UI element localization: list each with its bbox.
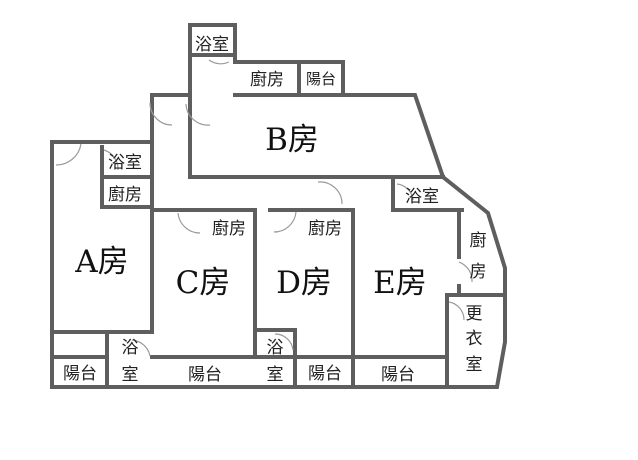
door-a-bath-lower xyxy=(131,339,151,357)
label-bath-e: 浴室 xyxy=(405,187,439,207)
label-kitchen-a: 廚房 xyxy=(108,184,142,205)
label-bath-d-bottom: 室 xyxy=(267,365,284,385)
label-balcony-b: 陽台 xyxy=(306,70,336,88)
door-a-bath xyxy=(103,149,119,171)
label-kitchen-b: 廚房 xyxy=(250,69,284,90)
door-e-closet xyxy=(448,301,465,321)
label-balcony-c: 陽台 xyxy=(188,365,222,385)
door-swings xyxy=(55,59,473,357)
label-bath-a2-bottom: 室 xyxy=(122,365,139,385)
label-balcony-d: 陽台 xyxy=(308,364,342,384)
label-bath-b: 浴室 xyxy=(195,35,229,55)
door-d-bath xyxy=(274,333,294,351)
label-bath-d-top: 浴 xyxy=(267,338,284,358)
room-label-e: E房 xyxy=(373,265,427,301)
label-kitchen-c: 廚房 xyxy=(212,218,246,239)
label-balcony-e: 陽台 xyxy=(381,365,415,385)
room-label-c: C房 xyxy=(176,265,231,301)
door-e-bath xyxy=(396,183,414,201)
label-bath-a: 浴室 xyxy=(108,153,142,173)
door-b-bath xyxy=(208,59,230,65)
label-kitchen-e-bottom: 房 xyxy=(470,262,487,282)
door-c-entry xyxy=(177,212,201,234)
label-closet-2: 衣 xyxy=(466,329,483,349)
door-e-kitchen xyxy=(458,261,473,283)
label-kitchen-d: 廚房 xyxy=(308,218,342,239)
room-label-d: D房 xyxy=(276,265,332,301)
label-balcony-a: 陽台 xyxy=(63,364,97,384)
door-b-entry-right xyxy=(185,103,211,126)
label-kitchen-e-top: 廚 xyxy=(470,230,487,251)
door-b-entry-left xyxy=(149,102,173,126)
room-label-b: B房 xyxy=(265,122,319,158)
door-a-entry xyxy=(55,143,82,166)
label-closet-1: 更 xyxy=(466,304,483,324)
room-label-a: A房 xyxy=(74,244,128,280)
door-d-entry xyxy=(273,211,297,233)
label-closet-3: 室 xyxy=(466,355,483,375)
label-bath-a2-top: 浴 xyxy=(122,338,139,358)
outer-wall xyxy=(50,23,507,389)
door-b-bottom xyxy=(317,181,343,205)
